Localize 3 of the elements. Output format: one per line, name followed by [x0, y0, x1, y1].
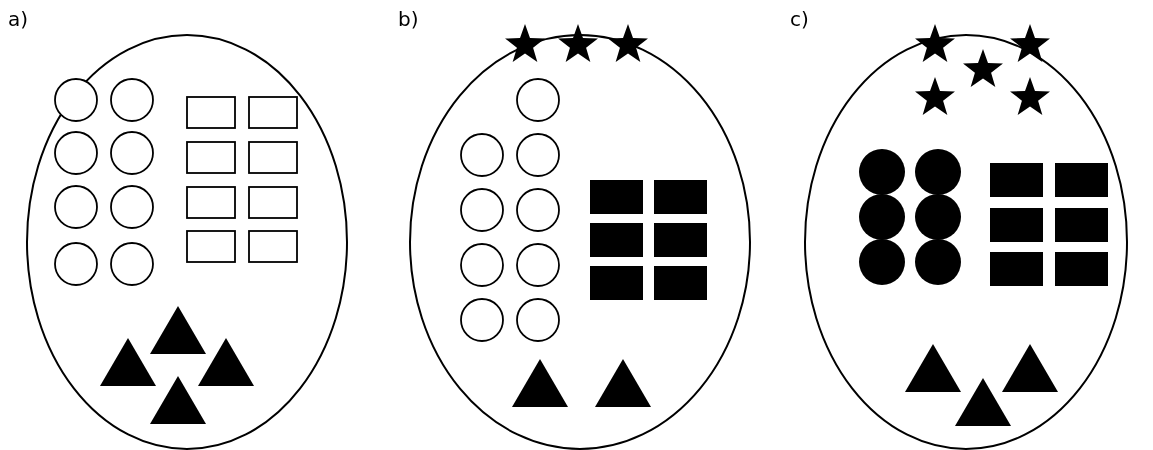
panel-label: b) — [398, 8, 419, 30]
panel-label: c) — [790, 8, 809, 30]
panel-label: a) — [8, 8, 29, 30]
